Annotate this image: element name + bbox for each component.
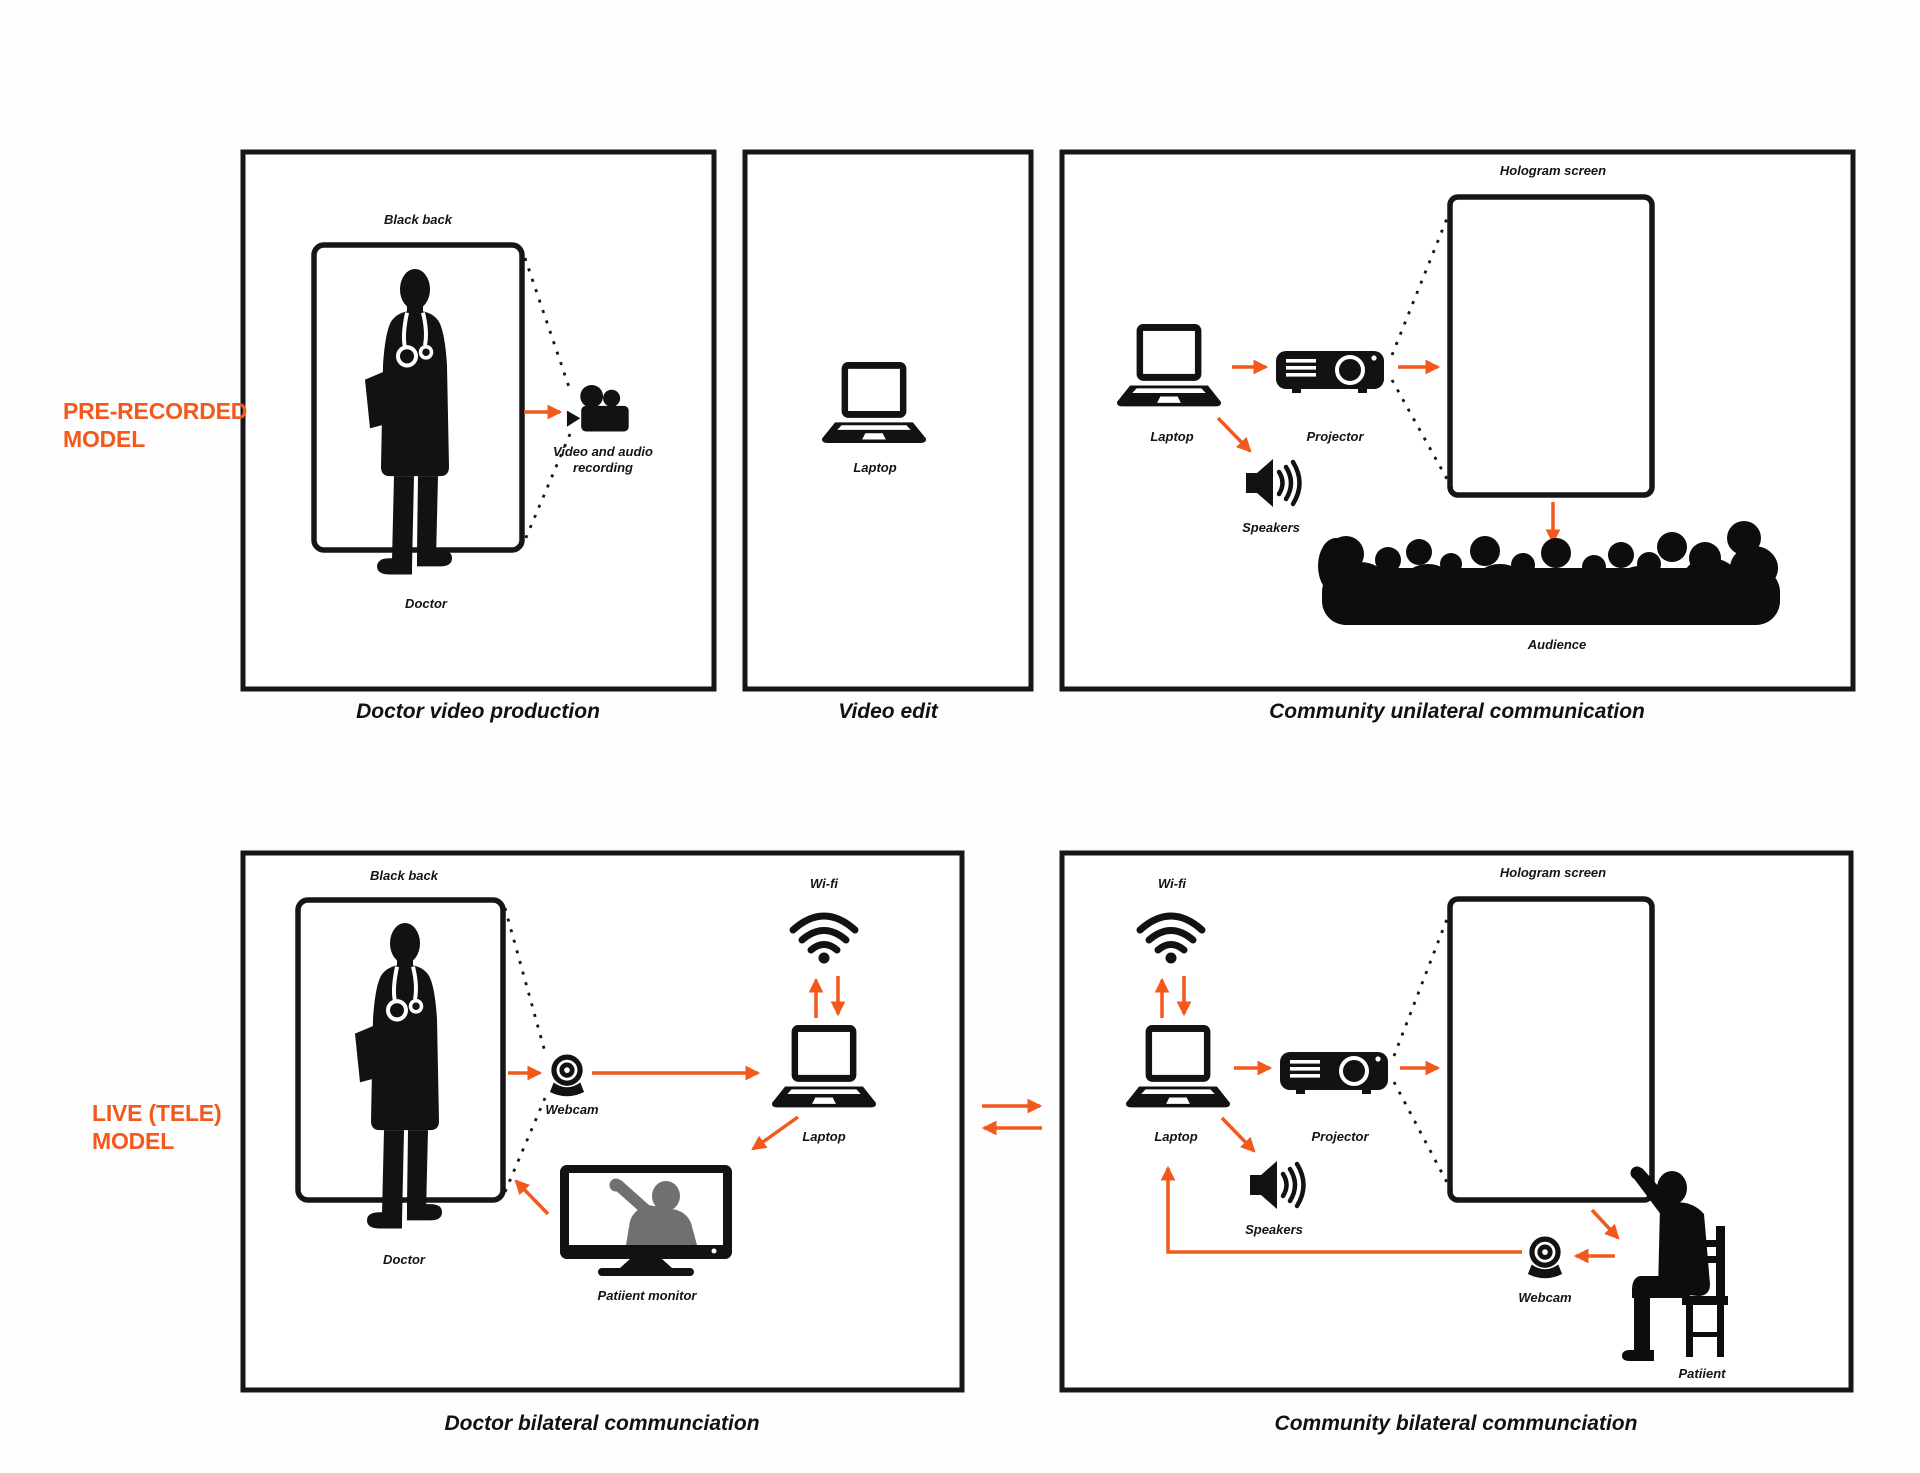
label-wifi: Wi-fi (1157, 876, 1187, 891)
label-webcam: Webcam (545, 1102, 599, 1117)
label-patient-monitor: Patiient monitor (597, 1288, 697, 1303)
sight-lines (503, 205, 1454, 1193)
label-hologram-screen: Hologram screen (1499, 865, 1607, 880)
label-laptop: Laptop (802, 1129, 846, 1144)
caption-community-bilateral: Community bilateral communciation (1274, 1412, 1638, 1435)
projector-icon (1274, 349, 1386, 395)
label-laptop: Laptop (853, 460, 897, 475)
label-webcam: Webcam (1518, 1290, 1572, 1305)
label-projector: Projector (1311, 1129, 1369, 1144)
label-laptop: Laptop (1150, 429, 1194, 444)
label-speakers: Speakers (1242, 520, 1300, 535)
label-wifi: Wi-fi (809, 876, 839, 891)
label-laptop: Laptop (1154, 1129, 1198, 1144)
flow-arrows (508, 359, 1620, 1264)
label-speakers: Speakers (1245, 1222, 1303, 1237)
label-video-audio-recording: Video and audio recording (553, 444, 653, 475)
model-label-pre-recorded: PRE-RECORDED MODEL (63, 398, 248, 452)
label-hologram-screen: Hologram screen (1499, 163, 1607, 178)
projector-icon (1278, 1050, 1390, 1096)
webcam-icon (1526, 1235, 1564, 1280)
webcam-icon (548, 1053, 586, 1098)
label-audience: Audience (1527, 637, 1587, 652)
panel-video-edit (742, 149, 1034, 692)
model-label-live: LIVE (TELE) MODEL (92, 1100, 222, 1154)
hologram-screen-frame (1447, 194, 1655, 498)
label-black-back: Black back (370, 868, 438, 883)
hologram-screen-frame (1447, 896, 1655, 1203)
label-projector: Projector (1306, 429, 1364, 444)
label-black-back: Black back (384, 212, 452, 227)
label-doctor: Doctor (405, 596, 447, 611)
label-doctor: Doctor (383, 1252, 425, 1267)
caption-doctor-bilateral: Doctor bilateral communciation (444, 1412, 760, 1435)
caption-video-edit: Video edit (838, 700, 938, 723)
caption-community-unilateral: Community unilateral communication (1269, 700, 1645, 723)
label-patient: Patiient (1678, 1366, 1726, 1381)
caption-doctor-video-production: Doctor video production (356, 700, 600, 723)
